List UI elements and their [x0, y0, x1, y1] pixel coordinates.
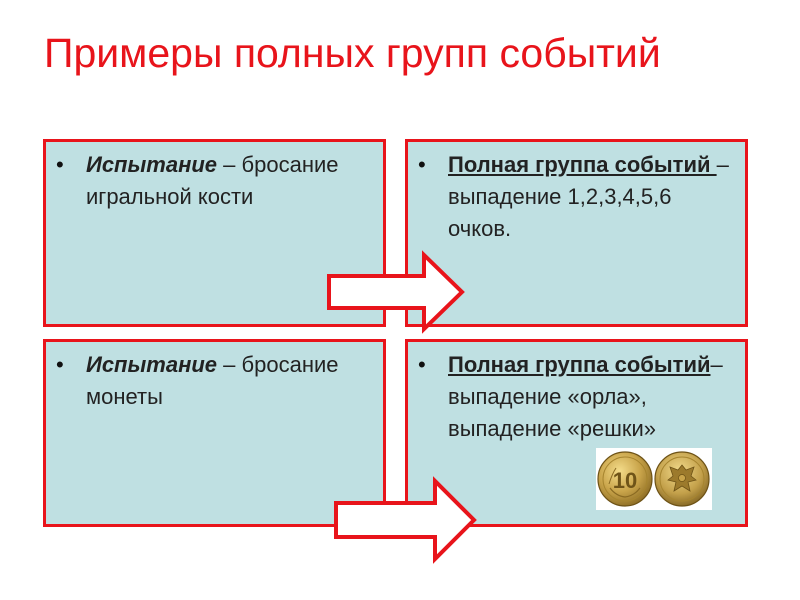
bullet-item: • Испытание – бросание игральной кости — [56, 149, 371, 213]
event-group-box-dice: • Полная группа событий – выпадение 1,2,… — [405, 139, 748, 327]
coin-eagle-icon — [654, 451, 710, 507]
bullet-item: • Полная группа событий – выпадение 1,2,… — [418, 149, 733, 245]
bullet-text: Испытание – бросание игральной кости — [86, 149, 371, 213]
bullet-text: Полная группа событий – выпадение 1,2,3,… — [448, 149, 733, 245]
term-label: Полная группа событий — [448, 152, 717, 177]
trial-box-coin: • Испытание – бросание монеты — [43, 339, 386, 527]
bullet-dot: • — [418, 152, 426, 177]
term-description: – выпадение «орла», выпадение «решки» — [448, 352, 723, 441]
bullet-dot: • — [56, 352, 64, 377]
bullet-text: Полная группа событий– выпадение «орла»,… — [448, 349, 733, 445]
term-label: Испытание — [86, 152, 218, 177]
coin-ten-icon: 10 — [597, 451, 653, 507]
term-description: – бросание игральной кости — [86, 152, 339, 209]
trial-box-dice: • Испытание – бросание игральной кости — [43, 139, 386, 327]
term-label: Полная группа событий — [448, 352, 711, 377]
right-arrow-icon — [327, 250, 465, 334]
term-label: Испытание — [86, 352, 218, 377]
coin-numeral: 10 — [613, 468, 637, 493]
bullet-item: • Испытание – бросание монеты — [56, 349, 371, 413]
term-description: – выпадение 1,2,3,4,5,6 очков. — [448, 152, 729, 241]
bullet-dot: • — [56, 152, 64, 177]
right-arrow-icon — [334, 476, 477, 564]
bullet-text: Испытание – бросание монеты — [86, 349, 371, 413]
term-description: – бросание монеты — [86, 352, 339, 409]
slide-title: Примеры полных групп событий — [44, 30, 661, 76]
coins-image: 10 — [596, 448, 712, 510]
bullet-dot: • — [418, 352, 426, 377]
bullet-item: • Полная группа событий– выпадение «орла… — [418, 349, 733, 445]
